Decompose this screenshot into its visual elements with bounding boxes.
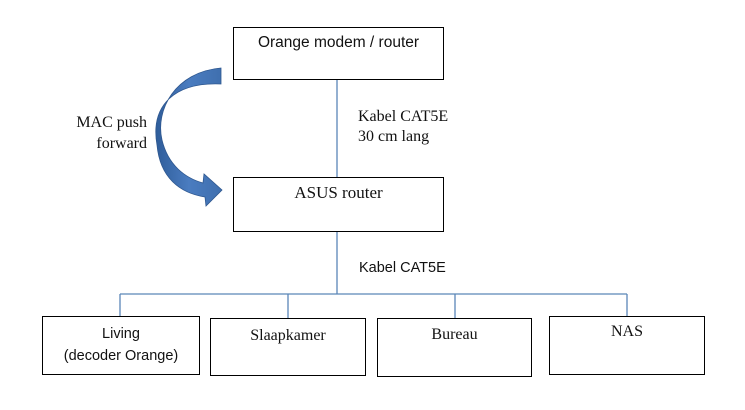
arrow-label: MAC push forward	[55, 112, 147, 154]
node-orange-modem-label: Orange modem / router	[257, 34, 420, 51]
node-living-line2: (decoder Orange)	[63, 348, 179, 364]
node-asus-router-label: ASUS router	[294, 183, 383, 202]
node-living: Living (decoder Orange)	[42, 316, 200, 375]
edge-label-asus-devices-text: Kabel CAT5E	[359, 260, 446, 276]
node-bureau: Bureau	[377, 318, 532, 377]
curved-arrow-icon	[155, 67, 223, 207]
edge-label-line2: 30 cm lang	[358, 128, 430, 145]
node-slaapkamer-label: Slaapkamer	[250, 327, 326, 344]
node-asus-router: ASUS router	[233, 177, 444, 232]
edge-label-modem-asus: Kabel CAT5E 30 cm lang	[358, 107, 448, 147]
node-nas: NAS	[549, 316, 705, 375]
node-bureau-label: Bureau	[431, 326, 478, 343]
edge-label-asus-devices: Kabel CAT5E	[359, 260, 446, 276]
edge-label-line1: Kabel CAT5E	[358, 108, 449, 125]
node-orange-modem: Orange modem / router	[233, 27, 444, 80]
arrow-label-line2: forward	[96, 135, 147, 152]
arrow-label-line1: MAC push	[76, 114, 147, 131]
node-slaapkamer: Slaapkamer	[210, 318, 366, 376]
node-living-line1: Living	[102, 326, 140, 342]
node-nas-label: NAS	[610, 323, 643, 340]
